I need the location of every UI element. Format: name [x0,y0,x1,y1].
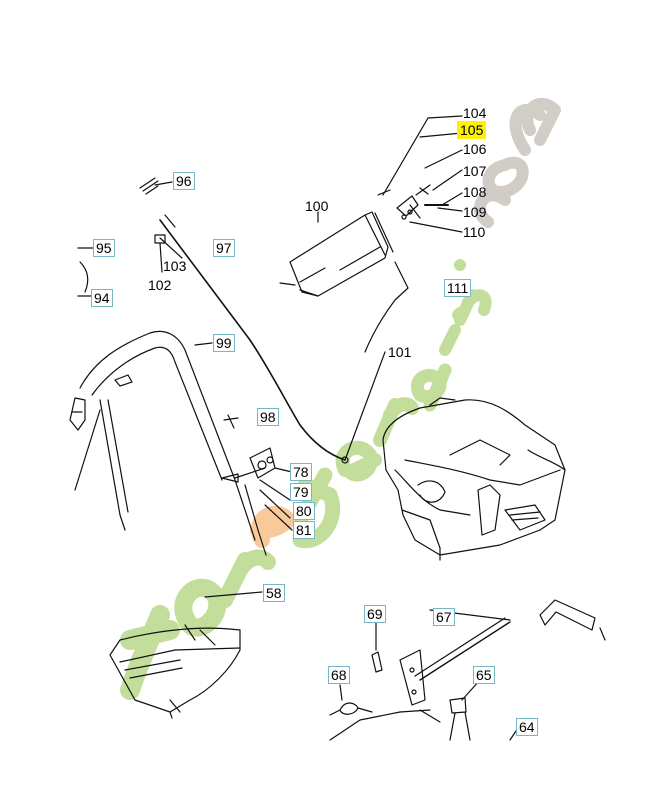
callout-97: 97 [213,239,235,257]
throttle-lever-assembly [377,115,463,233]
callout-95: 95 [93,239,115,257]
callout-100: 100 [305,198,329,214]
handle-bar-99 [69,330,256,541]
throttle-cable [159,214,409,464]
callout-67: 67 [433,608,455,626]
callout-102: 102 [148,277,172,293]
callout-107: 107 [463,163,487,179]
callout-109: 109 [463,204,487,220]
callout-64: 64 [516,718,538,736]
callout-98: 98 [257,408,279,426]
callout-110: 110 [463,224,486,240]
callout-96: 96 [173,172,195,190]
callout-79: 79 [290,483,312,501]
engine-block [382,397,566,561]
watermark-logo [120,98,561,700]
small-fasteners [139,177,183,273]
callout-65: 65 [473,666,495,684]
callout-106: 106 [463,141,487,157]
callout-68: 68 [328,666,350,684]
left-handle-fragment [77,247,96,297]
callout-58: 58 [263,584,285,602]
control-housing-100 [289,211,394,297]
callout-94: 94 [91,289,113,307]
callout-69: 69 [364,605,386,623]
callout-78: 78 [290,463,312,481]
callout-103: 103 [163,258,187,274]
callout-104: 104 [463,105,487,121]
callout-80: 80 [293,502,315,520]
callout-105-highlighted: 105 [457,121,487,139]
callout-81: 81 [293,521,315,539]
handle-bolt-set [221,414,293,556]
grass-deflector-58 [109,591,263,719]
callout-111: 111 [444,279,472,297]
callout-99: 99 [213,334,235,352]
callout-101: 101 [388,344,412,360]
callout-108: 108 [463,184,487,200]
